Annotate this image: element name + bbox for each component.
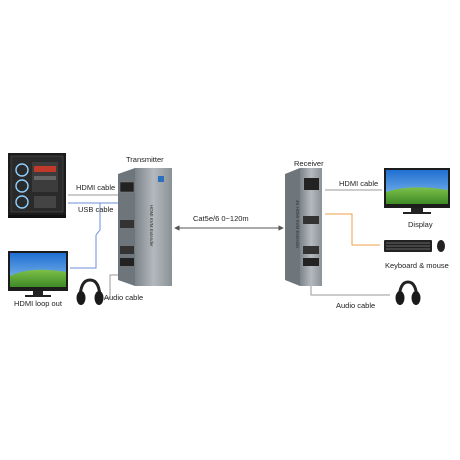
- transmitter-label: Transmitter: [126, 155, 164, 164]
- monitor-icon: [8, 251, 68, 297]
- audio-cable-right-label: Audio cable: [336, 301, 376, 310]
- receiver-device: 4K HDMI KVM Extender: [285, 168, 322, 286]
- keyboard-icon: [384, 240, 432, 252]
- usb-cable-label: USB cable: [78, 205, 114, 214]
- hdmi-loop-out-label: HDMI loop out: [14, 299, 62, 308]
- receiver-label: Receiver: [294, 159, 324, 168]
- hdmi-cable-right-label: HDMI cable: [339, 179, 379, 188]
- mouse-icon: [437, 240, 445, 252]
- keyboard-mouse-label: Keyboard & mouse: [385, 261, 449, 270]
- audio-cable-left-label: Audio cable: [104, 293, 144, 302]
- hdmi-cable-left-label: HDMI cable: [76, 183, 116, 192]
- monitor-icon: [384, 168, 450, 214]
- cat-cable-label: Cat5e/6 0~120m: [193, 214, 249, 223]
- audio-line-left: [103, 274, 125, 299]
- headphones-icon: [395, 280, 421, 305]
- pc-tower-icon: [8, 153, 66, 218]
- svg-text:4K HDMI KVM Extender: 4K HDMI KVM Extender: [295, 200, 300, 249]
- transmitter-device: HDMI KVM Extender: [118, 168, 172, 286]
- keyboard-line: [325, 213, 380, 246]
- headphones-icon: [76, 278, 104, 305]
- svg-text:HDMI KVM Extender: HDMI KVM Extender: [149, 205, 154, 247]
- loop-line: [70, 203, 101, 269]
- display-label: Display: [408, 220, 433, 229]
- audio-line-right: [310, 286, 390, 296]
